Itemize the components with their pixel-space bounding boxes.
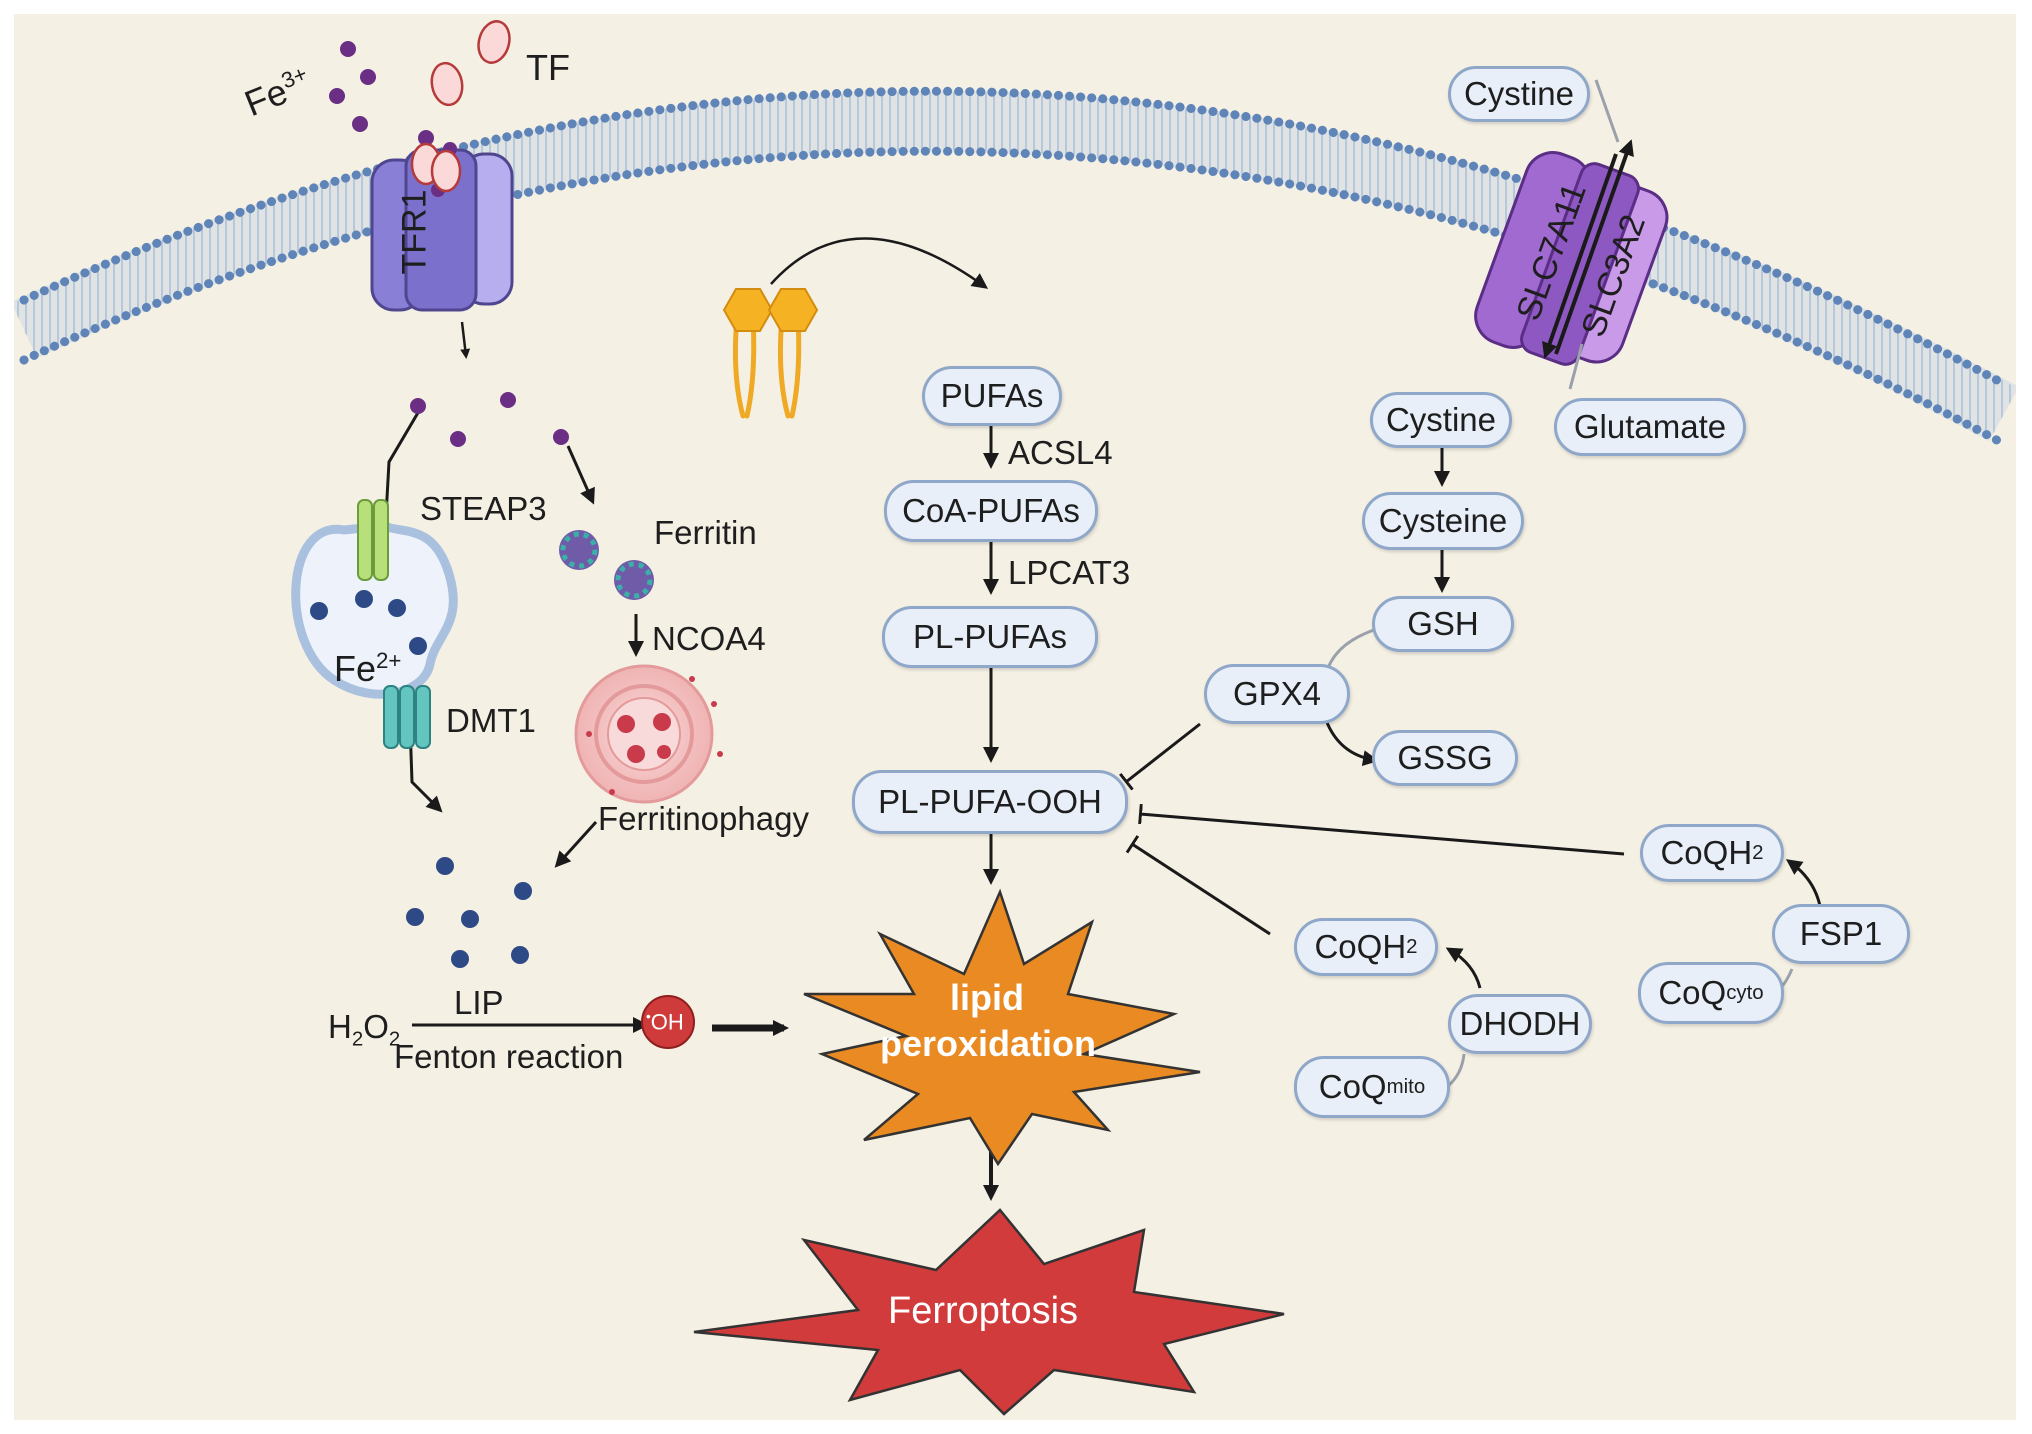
cystine-intracellular-node: Cystine	[1370, 392, 1512, 448]
glutamate-node: Glutamate	[1554, 398, 1746, 456]
diagram-graphics	[14, 20, 2016, 1416]
cell-membrane	[14, 86, 2016, 449]
lipid-peroxidation-label-line2: peroxidation	[880, 1023, 1097, 1064]
lpcat3-label: LPCAT3	[1008, 554, 1131, 591]
ferritin-label: Ferritin	[654, 514, 757, 551]
pufas-node: PUFAs	[922, 366, 1062, 426]
gssg-node: GSSG	[1372, 730, 1518, 786]
phospholipid-icon	[722, 288, 819, 419]
acsl4-label: ACSL4	[1008, 434, 1113, 471]
ncoa4-label: NCOA4	[652, 620, 766, 657]
h2o2-label: H2O2	[328, 1008, 401, 1051]
system-xc-transporter	[1474, 151, 1669, 366]
ferritin-icon	[559, 530, 654, 600]
ferroptosis-label: Ferroptosis	[888, 1290, 1079, 1332]
transferrin-icon	[410, 20, 511, 193]
fe2-particles	[310, 590, 532, 968]
dmt1-label: DMT1	[446, 702, 536, 739]
fe2-label: Fe2+	[334, 648, 402, 689]
ferritinophagy-label: Ferritinophagy	[598, 800, 809, 837]
tfr1-label: TFR1	[395, 189, 434, 275]
diagram-canvas: TFR1 SLC7A11 SLC3A2 Fe3+ TF STEAP3 Fe2+ …	[14, 14, 2016, 1420]
gsh-node: GSH	[1372, 596, 1514, 652]
cystine-extracellular-node: Cystine	[1448, 66, 1590, 122]
tf-label: TF	[526, 47, 570, 88]
coa-pufas-node: CoA-PUFAs	[884, 480, 1098, 542]
steap3-channel	[357, 499, 389, 581]
steap3-label: STEAP3	[420, 490, 547, 527]
fe3-cytosol-particles	[410, 392, 569, 447]
lipid-peroxidation-burst	[803, 888, 1201, 1167]
dhodh-node: DHODH	[1448, 994, 1592, 1054]
tfr1-receptor	[370, 148, 514, 312]
lip-label: LIP	[454, 984, 504, 1021]
dmt1-channel	[383, 685, 431, 749]
fenton-reaction-label: Fenton reaction	[394, 1038, 624, 1075]
hydroxyl-radical-label: •OH	[646, 1009, 684, 1035]
pl-pufas-node: PL-PUFAs	[882, 606, 1098, 668]
lipid-peroxidation-label-line1: lipid	[950, 977, 1024, 1018]
pl-pufa-ooh-node: PL-PUFA-OOH	[852, 770, 1128, 834]
cysteine-node: Cysteine	[1362, 492, 1524, 550]
fsp1-node: FSP1	[1772, 904, 1910, 964]
ferroptosis-burst	[693, 1208, 1285, 1416]
gpx4-node: GPX4	[1204, 664, 1350, 724]
autophagosome-icon	[574, 664, 723, 804]
